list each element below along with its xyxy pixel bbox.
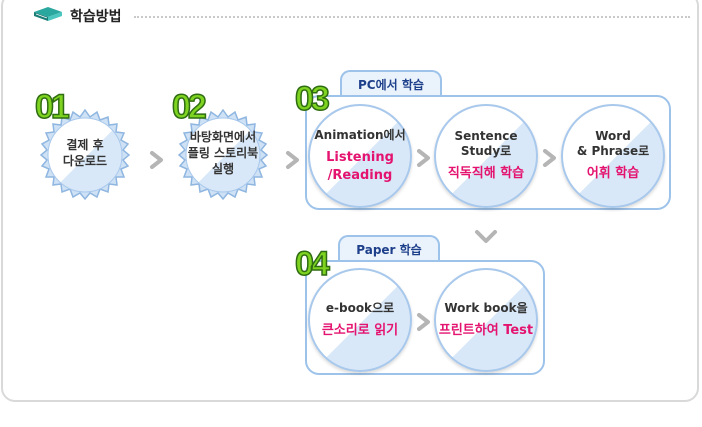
circle-highlight: 프린트하여 Test bbox=[438, 322, 534, 338]
circle-label: Animation에서 bbox=[314, 127, 406, 142]
circle-highlight: 직독직해 학습 bbox=[447, 166, 525, 181]
section-header: 학습방법 bbox=[32, 6, 122, 26]
section-title: 학습방법 bbox=[70, 9, 122, 25]
workbook-test-circle: Work book을 프린트하여 Test bbox=[434, 268, 538, 372]
step2-number: 02 bbox=[171, 88, 207, 126]
circle-highlight: 어휘 학습 bbox=[586, 166, 640, 181]
chevron-right-icon bbox=[417, 313, 430, 331]
word-phrase-circle: Word & Phrase로 어휘 학습 bbox=[561, 104, 665, 208]
step2-badge: 바탕화면에서 플링 스토리북 실행 bbox=[172, 108, 274, 210]
scalloped-seal-shape bbox=[177, 108, 269, 201]
chevron-right-icon bbox=[543, 149, 556, 167]
step1-text: 결제 후 다운로드 bbox=[34, 102, 136, 204]
animation-listening-circle: Animation에서 Listening /Reading bbox=[308, 104, 412, 208]
circle-highlight: 큰소리로 읽기 bbox=[321, 322, 399, 338]
circle-label: Work book을 bbox=[444, 300, 528, 315]
circle-label: Study로 bbox=[460, 144, 512, 158]
step2-line3: 실행 bbox=[211, 162, 235, 176]
circle-highlight: /Reading bbox=[327, 167, 393, 183]
step1-line2: 다운로드 bbox=[62, 154, 108, 168]
step3-number: 03 bbox=[294, 80, 330, 118]
paper-learning-tab: Paper 학습 bbox=[338, 235, 440, 261]
ebook-reading-circle: e-book으로 큰소리로 읽기 bbox=[308, 268, 412, 372]
step1-number: 01 bbox=[34, 88, 70, 126]
book-icon bbox=[32, 6, 64, 26]
step1-line1: 결제 후 bbox=[66, 138, 104, 152]
scalloped-seal-shape bbox=[39, 108, 131, 201]
step2-line2: 플링 스토리북 bbox=[187, 146, 259, 160]
circle-label: & Phrase로 bbox=[576, 144, 650, 158]
chevron-right-icon bbox=[417, 149, 430, 167]
circle-label: e-book으로 bbox=[325, 300, 395, 315]
header-divider bbox=[134, 16, 690, 18]
step2-line1: 바탕화면에서 bbox=[189, 130, 257, 144]
step1-badge: 결제 후 다운로드 bbox=[34, 108, 136, 210]
chevron-right-icon bbox=[286, 151, 299, 169]
step4-number: 04 bbox=[294, 245, 330, 283]
pc-learning-tab: PC에서 학습 bbox=[340, 70, 442, 96]
chevron-right-icon bbox=[150, 151, 163, 169]
step2-text: 바탕화면에서 플링 스토리북 실행 bbox=[172, 102, 274, 204]
chevron-down-icon bbox=[475, 230, 497, 243]
circle-label: Word bbox=[595, 129, 631, 143]
circle-highlight: Listening bbox=[326, 149, 394, 165]
sentence-study-circle: Sentence Study로 직독직해 학습 bbox=[434, 104, 538, 208]
circle-label: Sentence bbox=[454, 129, 518, 143]
